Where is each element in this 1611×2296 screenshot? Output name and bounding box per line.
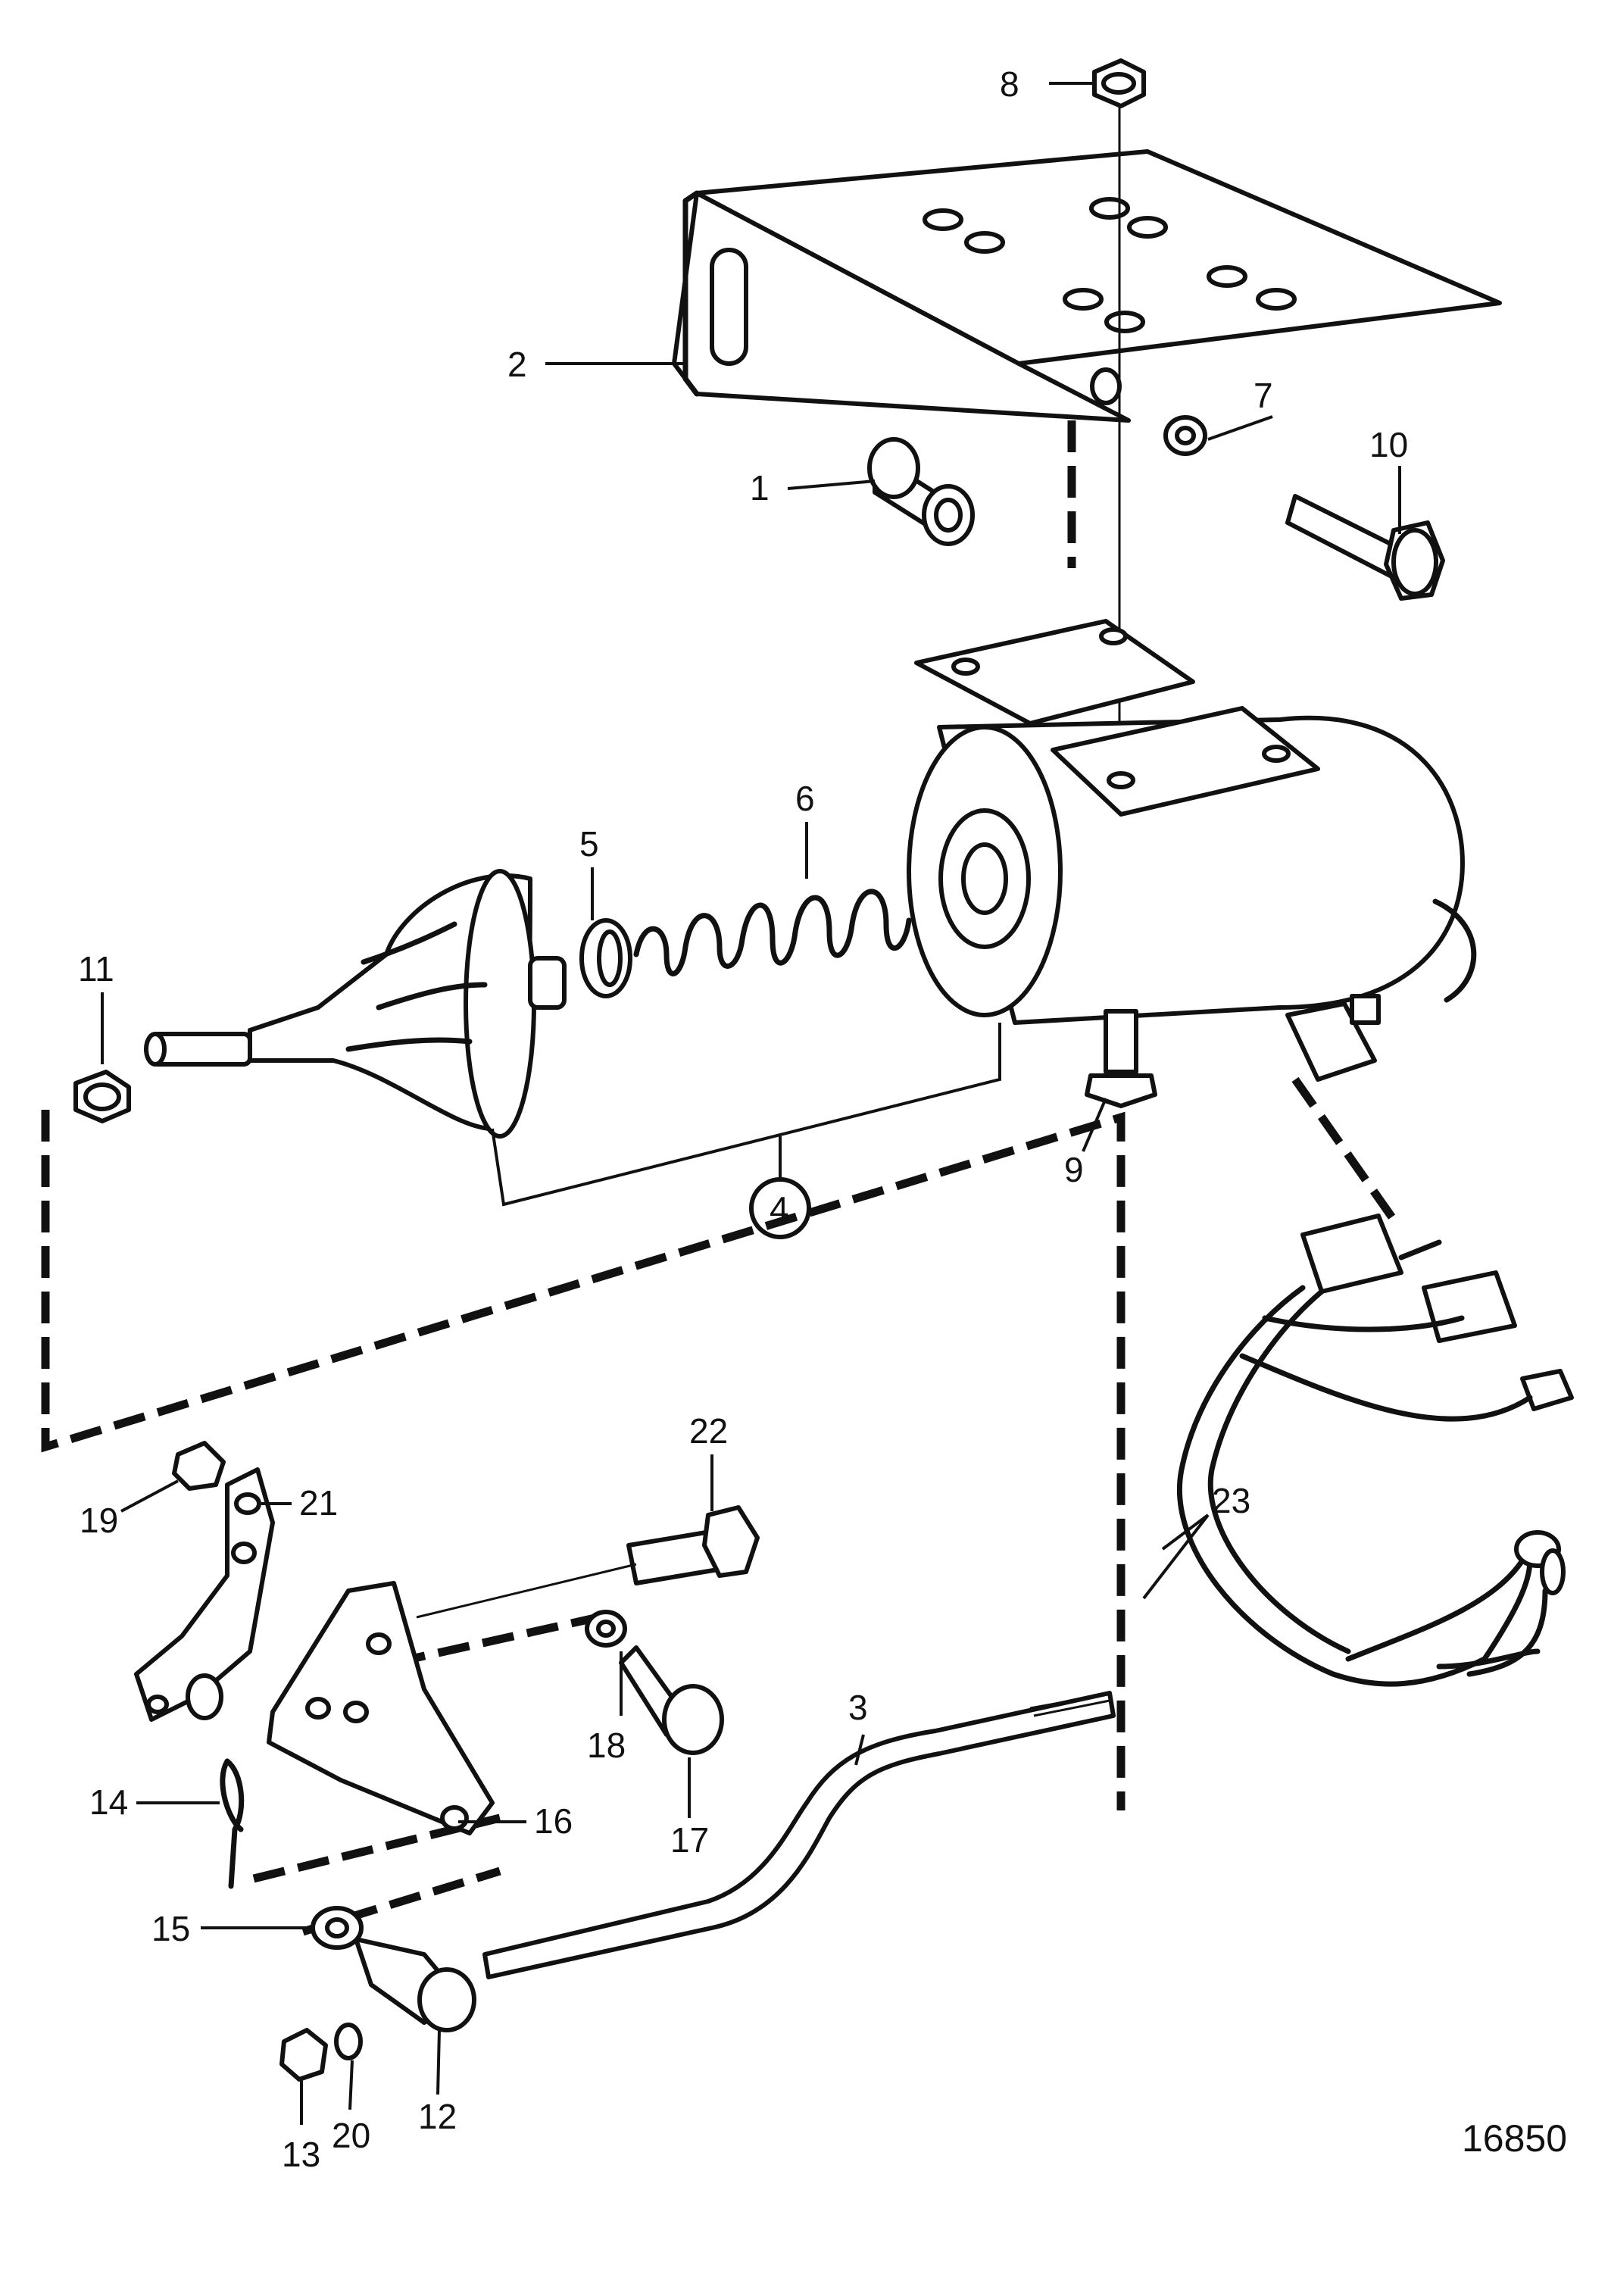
callout-23: 23 bbox=[1212, 1481, 1250, 1520]
callout-22: 22 bbox=[689, 1411, 728, 1451]
wiring-harness-23 bbox=[1177, 994, 1574, 1687]
callout-18: 18 bbox=[587, 1726, 626, 1765]
callout-4: 4 bbox=[770, 1189, 789, 1229]
screw-9 bbox=[1085, 1009, 1157, 1108]
washer-18 bbox=[585, 1610, 627, 1648]
reference-number: 16850 bbox=[1462, 2117, 1567, 2160]
callout-3: 3 bbox=[848, 1688, 868, 1727]
callout-13: 13 bbox=[282, 2135, 320, 2174]
callout-21: 21 bbox=[299, 1483, 338, 1523]
leader-lines bbox=[101, 82, 1401, 2125]
bolt-10 bbox=[1285, 494, 1445, 601]
circlip-5 bbox=[579, 918, 632, 998]
callout-14: 14 bbox=[89, 1782, 128, 1822]
callout-8: 8 bbox=[1000, 64, 1019, 104]
pushrod-3 bbox=[482, 1691, 1116, 1979]
washer-15 bbox=[311, 1906, 364, 1950]
callout-12: 12 bbox=[418, 2097, 457, 2136]
callout-16: 16 bbox=[534, 1801, 573, 1841]
callout-20: 20 bbox=[332, 2116, 370, 2155]
assembly-group-bracket bbox=[491, 1023, 1001, 1239]
callout-17: 17 bbox=[670, 1820, 709, 1860]
callout-15: 15 bbox=[151, 1909, 190, 1948]
spring-6 bbox=[633, 889, 912, 976]
split-pin-14 bbox=[220, 1758, 245, 1889]
bolt-17 bbox=[619, 1645, 724, 1755]
plate-16 bbox=[267, 1581, 495, 1835]
callout-1: 1 bbox=[750, 468, 770, 508]
nut-13 bbox=[279, 2028, 328, 2082]
callout-9: 9 bbox=[1064, 1150, 1084, 1189]
callout-5: 5 bbox=[579, 824, 599, 864]
bolt-22 bbox=[626, 1505, 760, 1585]
washer-20 bbox=[334, 2023, 363, 2060]
callout-6: 6 bbox=[795, 779, 815, 818]
washer-7 bbox=[1163, 415, 1207, 456]
mounting-bracket bbox=[672, 149, 1502, 423]
callout-2: 2 bbox=[507, 345, 527, 384]
nut-11 bbox=[73, 1070, 131, 1123]
nut-19 bbox=[172, 1441, 226, 1491]
callout-10: 10 bbox=[1369, 425, 1408, 464]
callout-11: 11 bbox=[78, 949, 114, 989]
spacer-1 bbox=[867, 437, 975, 546]
nut-8 bbox=[1092, 58, 1146, 108]
callout-19: 19 bbox=[80, 1501, 118, 1540]
lever-21 bbox=[134, 1467, 275, 1722]
solenoid-body bbox=[907, 619, 1477, 1025]
ball-joint-12 bbox=[354, 1937, 476, 2032]
callout-7: 7 bbox=[1254, 376, 1273, 415]
callout-labels: 8 2 1 7 10 6 5 11 9 4 22 21 19 23 18 17 … bbox=[78, 64, 1567, 2174]
diaphragm-housing bbox=[144, 869, 567, 1139]
